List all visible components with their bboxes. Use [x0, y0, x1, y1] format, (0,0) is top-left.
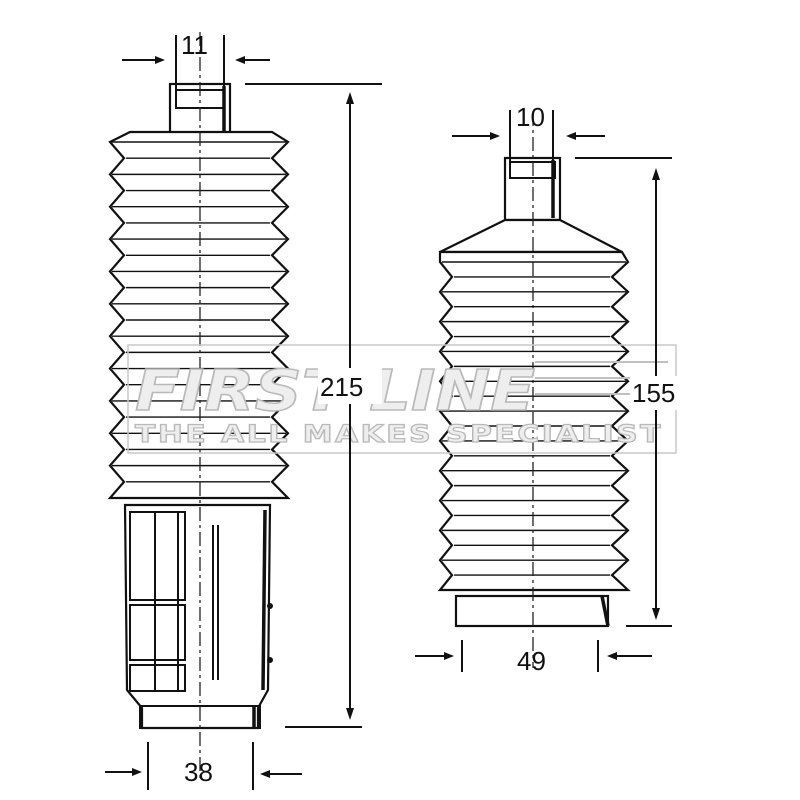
left-bottom-diameter-label: 38 [184, 757, 213, 787]
left-boot [107, 32, 291, 780]
left-top-dimension: 11 [122, 30, 270, 92]
right-length-dimension: 155 [575, 157, 686, 627]
right-base-edge [600, 595, 610, 627]
left-top-diameter-label: 11 [181, 30, 208, 60]
left-boot-lower-body [123, 503, 272, 730]
right-boot [437, 112, 631, 668]
left-boot-ribs [112, 141, 286, 499]
right-bottom-diameter-label: 49 [517, 646, 546, 676]
right-boot-cone [439, 218, 623, 254]
right-boot-base-ring [454, 594, 610, 628]
left-length-label: 215 [320, 372, 363, 402]
right-boot-ribs [442, 261, 626, 591]
right-top-dimension: 10 [452, 102, 605, 162]
right-bottom-dimension: 49 [415, 640, 652, 676]
right-length-label: 155 [632, 378, 675, 408]
watermark-tagline: THE ALL MAKES SPECIALIST [135, 420, 663, 448]
right-top-diameter-label: 10 [516, 102, 545, 132]
left-length-dimension: 215 [245, 83, 382, 728]
left-bottom-dimension: 38 [105, 742, 302, 790]
left-boot-cage [129, 509, 273, 692]
